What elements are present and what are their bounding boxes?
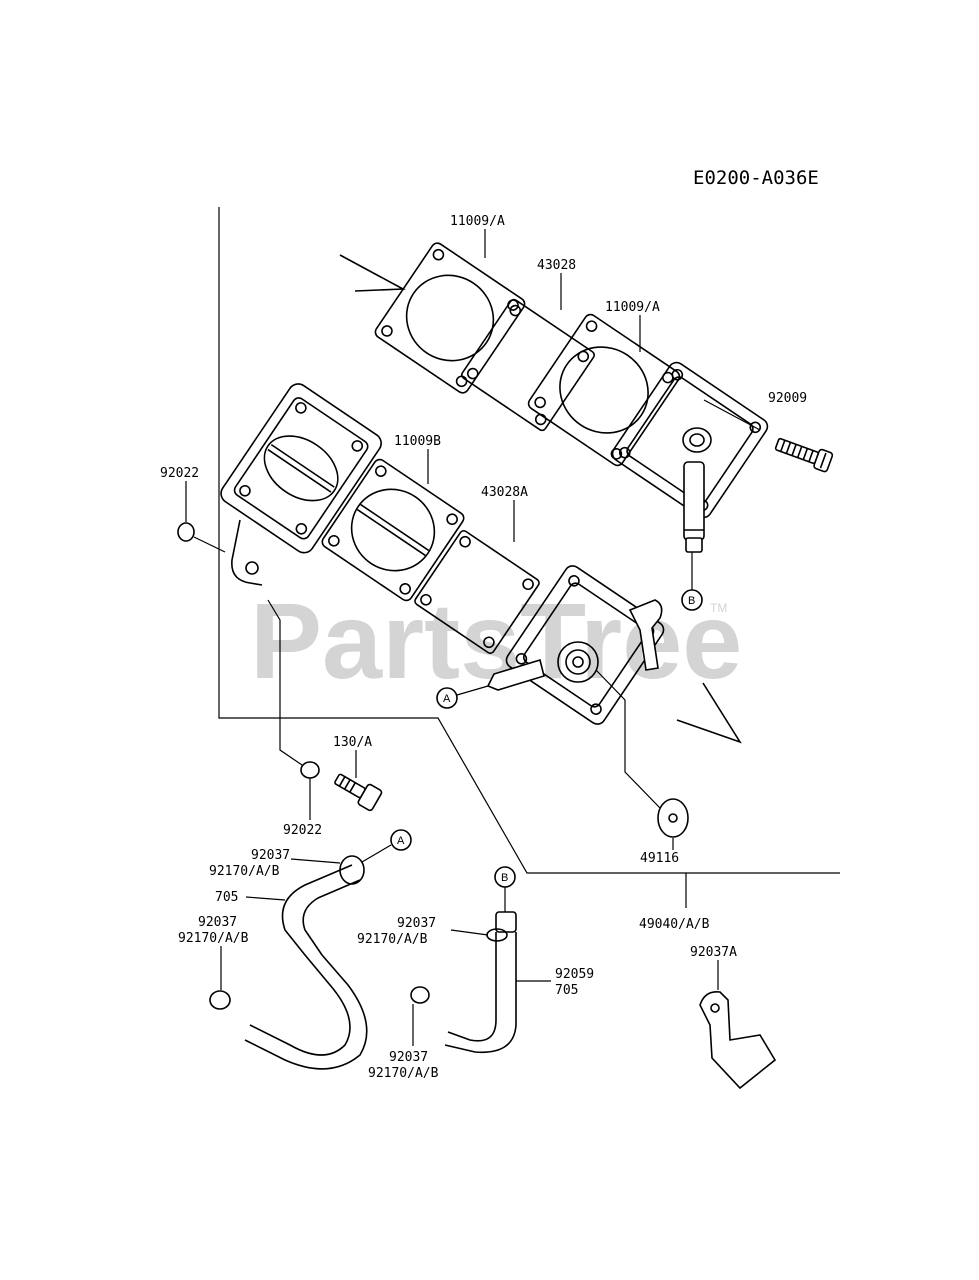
pump-cover[interactable] (609, 359, 770, 553)
watermark-trademark: TM (710, 601, 727, 615)
callout-b-cover: B (681, 552, 703, 611)
label-diaphragm: 49116 (640, 851, 679, 866)
label-clamp-a-1: 92037 (251, 848, 290, 863)
direction-arrow-bottom (676, 682, 742, 744)
callout-b-hose: B (494, 866, 516, 912)
label-hose-b-2: 705 (555, 983, 578, 998)
pump-body-flange[interactable] (217, 380, 385, 586)
svg-text:B: B (501, 872, 508, 884)
gasket-11009b[interactable] (320, 457, 466, 602)
pump-body[interactable] (486, 563, 667, 727)
diaphragm-49116[interactable] (657, 798, 689, 838)
callout-a-hose: A (361, 829, 412, 863)
label-gasket-top: 11009/A (450, 214, 505, 229)
part-labels: 11009/A 43028 11009/A 92009 11009B 43028… (160, 214, 807, 1081)
svg-text:B: B (688, 595, 695, 607)
clamp-92037-lower-left[interactable] (209, 990, 231, 1010)
label-plate-43028: 43028 (537, 258, 576, 273)
label-clamp-lower-1: 92037 (198, 915, 237, 930)
bracket-92037a[interactable] (699, 990, 777, 1090)
svg-text:A: A (397, 835, 405, 847)
hose-92059-b[interactable] (444, 911, 517, 1054)
label-hose-b-1: 92059 (555, 967, 594, 982)
label-clamp-b-2: 92170/A/B (357, 932, 428, 947)
diagram-code: E0200-A036E (693, 167, 819, 189)
gasket-11009a-top[interactable] (373, 241, 527, 395)
bolt-130a[interactable] (331, 768, 383, 812)
direction-arrow-top (339, 254, 406, 292)
label-gasket-middle: 11009/A (605, 300, 660, 315)
label-pump-assy: 49040/A/B (639, 917, 710, 932)
label-gasket-b: 11009B (394, 434, 441, 449)
label-plate-43028a: 43028A (481, 485, 528, 500)
label-hose-a: 705 (215, 890, 238, 905)
washer-92022-left[interactable] (177, 522, 195, 542)
plate-43028[interactable] (460, 298, 595, 432)
hose-705-a[interactable] (244, 864, 368, 1070)
label-clamp-a-2: 92170/A/B (209, 864, 280, 879)
plate-43028a[interactable] (413, 529, 540, 655)
label-washer-left: 92022 (160, 466, 199, 481)
svg-text:A: A (443, 693, 451, 705)
clamp-92037-middle[interactable] (410, 986, 430, 1004)
assembly-bracket-lines (218, 207, 840, 908)
screw-92009[interactable] (774, 434, 834, 473)
label-washer-bottom: 92022 (283, 823, 322, 838)
label-bracket: 92037A (690, 945, 737, 960)
gasket-11009a-middle[interactable] (526, 312, 681, 467)
label-clamp-b-1: 92037 (397, 916, 436, 931)
label-screw: 92009 (768, 391, 807, 406)
callout-a-pump: A (436, 685, 489, 709)
clamp-92037-upper[interactable] (339, 855, 365, 885)
washer-92022-bottom[interactable] (300, 761, 320, 779)
label-clamp-mid-2: 92170/A/B (368, 1066, 439, 1081)
label-bolt: 130/A (333, 735, 372, 750)
leader-lines (185, 229, 761, 1046)
label-clamp-mid-1: 92037 (389, 1050, 428, 1065)
label-clamp-lower-2: 92170/A/B (178, 931, 249, 946)
